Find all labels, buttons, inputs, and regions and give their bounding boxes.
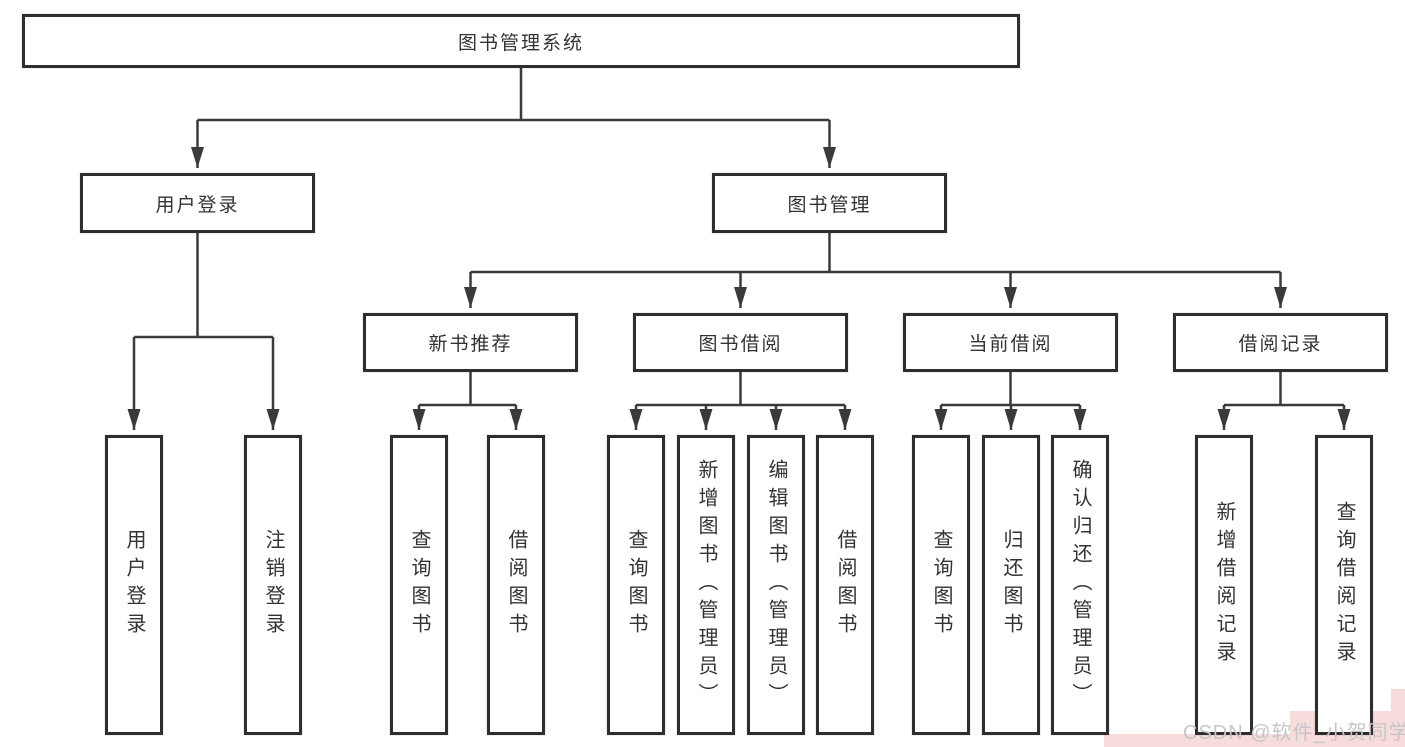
node-new-book-recommend: 新书推荐 bbox=[363, 313, 578, 372]
leaf-cb-query-books: 查询图书 bbox=[912, 435, 970, 735]
node-current-borrow: 当前借阅 bbox=[903, 313, 1118, 372]
leaf-cb-return-books-label: 归还图书 bbox=[1000, 529, 1022, 641]
node-book-management-label: 图书管理 bbox=[787, 194, 872, 216]
leaf-nbr-borrow-books: 借阅图书 bbox=[487, 435, 545, 735]
leaf-bb-add-books-admin: 新增图书（管理员） bbox=[677, 435, 735, 735]
watermark: CSDN @软件_小贺同学 bbox=[1183, 722, 1405, 744]
leaf-cb-confirm-return-admin-label: 确认归还（管理员） bbox=[1069, 459, 1091, 711]
node-root: 图书管理系统 bbox=[22, 14, 1020, 68]
leaf-bb-add-books-admin-label: 新增图书（管理员） bbox=[695, 459, 717, 711]
leaf-user-login: 用户登录 bbox=[105, 435, 163, 735]
leaf-nbr-borrow-books-label: 借阅图书 bbox=[505, 529, 527, 641]
leaf-bb-edit-books-admin: 编辑图书（管理员） bbox=[747, 435, 805, 735]
node-user-login: 用户登录 bbox=[80, 173, 315, 233]
node-book-borrow-label: 图书借阅 bbox=[698, 334, 783, 355]
leaf-cb-return-books: 归还图书 bbox=[982, 435, 1040, 735]
leaf-bb-edit-books-admin-label: 编辑图书（管理员） bbox=[765, 459, 787, 711]
node-user-login-label: 用户登录 bbox=[155, 194, 240, 216]
leaf-bb-query-books: 查询图书 bbox=[607, 435, 665, 735]
leaf-br-add-record: 新增借阅记录 bbox=[1195, 435, 1253, 735]
node-book-management: 图书管理 bbox=[712, 173, 947, 233]
leaf-bb-borrow-books-label: 借阅图书 bbox=[834, 529, 856, 641]
leaf-nbr-query-books-label: 查询图书 bbox=[408, 529, 430, 641]
leaf-nbr-query-books: 查询图书 bbox=[390, 435, 448, 735]
node-root-label: 图书管理系统 bbox=[457, 32, 584, 54]
leaf-logout-label: 注销登录 bbox=[262, 529, 284, 641]
leaf-br-query-record-label: 查询借阅记录 bbox=[1333, 501, 1355, 669]
leaf-br-query-record: 查询借阅记录 bbox=[1315, 435, 1373, 735]
leaf-user-login-label: 用户登录 bbox=[123, 529, 145, 641]
leaf-bb-borrow-books: 借阅图书 bbox=[816, 435, 874, 735]
node-new-book-recommend-label: 新书推荐 bbox=[428, 334, 513, 355]
leaf-cb-confirm-return-admin: 确认归还（管理员） bbox=[1051, 435, 1109, 735]
leaf-bb-query-books-label: 查询图书 bbox=[625, 529, 647, 641]
leaf-logout: 注销登录 bbox=[244, 435, 302, 735]
node-borrow-records: 借阅记录 bbox=[1173, 313, 1388, 372]
node-current-borrow-label: 当前借阅 bbox=[968, 334, 1053, 355]
leaf-br-add-record-label: 新增借阅记录 bbox=[1213, 501, 1235, 669]
leaf-cb-query-books-label: 查询图书 bbox=[930, 529, 952, 641]
node-borrow-records-label: 借阅记录 bbox=[1238, 334, 1323, 355]
node-book-borrow: 图书借阅 bbox=[633, 313, 848, 372]
